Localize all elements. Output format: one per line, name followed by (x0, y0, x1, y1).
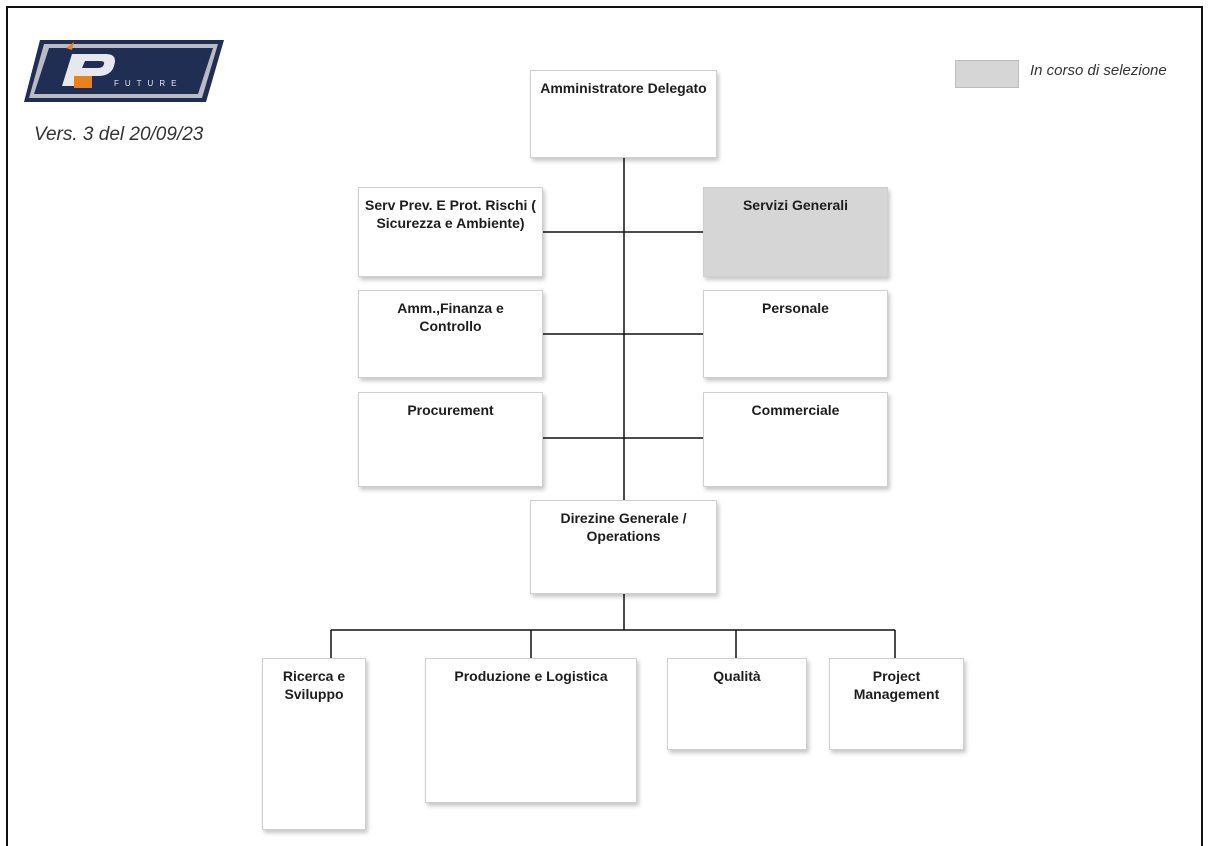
node-ceo: Amministratore Delegato (530, 70, 717, 158)
node-sales: Commerciale (703, 392, 888, 487)
node-personnel: Personale (703, 290, 888, 378)
legend-swatch (955, 60, 1019, 88)
version-label: Vers. 3 del 20/09/23 (34, 124, 204, 145)
node-production-logistics: Produzione e Logistica (425, 658, 637, 803)
node-safety: Serv Prev. E Prot. Rischi ( Sicurezza e … (358, 187, 543, 277)
node-procurement: Procurement (358, 392, 543, 487)
company-logo: FUTURE (24, 40, 224, 102)
node-finance: Amm.,Finanza e Controllo (358, 290, 543, 378)
page-frame (6, 6, 1203, 846)
node-quality: Qualità (667, 658, 807, 750)
logo-wordmark: FUTURE (114, 79, 182, 88)
node-general-management: Direzine Generale / Operations (530, 500, 717, 594)
node-rnd: Ricerca e Sviluppo (262, 658, 366, 830)
legend-label: In corso di selezione (1030, 62, 1167, 79)
node-general-services: Servizi Generali (703, 187, 888, 277)
node-project-management: Project Management (829, 658, 964, 750)
